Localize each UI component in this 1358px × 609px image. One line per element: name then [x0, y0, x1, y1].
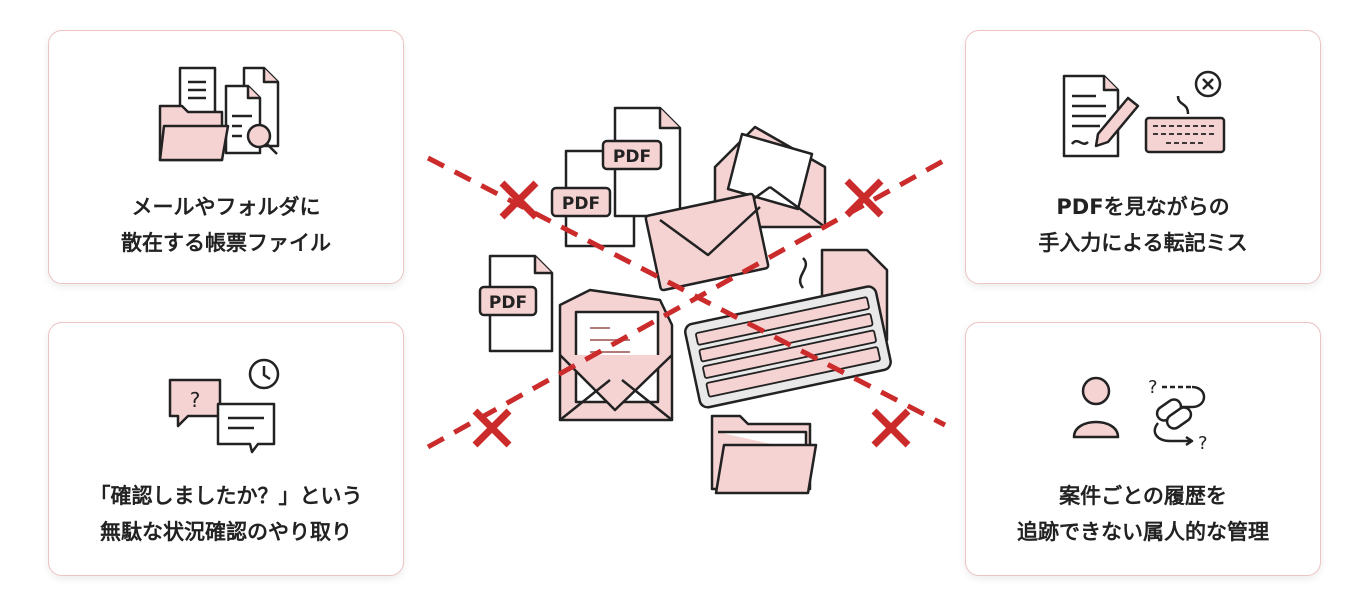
svg-text:PDF: PDF — [562, 194, 600, 214]
files-folder-search-icon — [158, 66, 280, 162]
problem-card-history-tracking: ? ? 案件ごとの履歴を 追跡できない属人的な管理 — [965, 322, 1321, 576]
card-title-line2: 無駄な状況確認のやり取り — [100, 520, 352, 544]
card-title-line1: PDFを見ながらの — [1056, 195, 1230, 219]
open-envelope-icon — [558, 288, 674, 422]
keyboard-cable-icon — [798, 257, 808, 289]
svg-text:?: ? — [1198, 433, 1208, 453]
card-title-line2: 追跡できない属人的な管理 — [1017, 520, 1269, 544]
document-pen-keyboard-icon — [1062, 70, 1226, 158]
card-title-line2: 手入力による転記ミス — [1038, 231, 1248, 255]
problem-card-status-checks: ? 「確認しましたか？」という 無駄な状況確認のやり取り — [48, 322, 404, 576]
card-title-line1: メールやフォルダに — [131, 195, 321, 219]
envelope-icon — [644, 192, 770, 292]
open-envelope-icon — [713, 125, 827, 229]
pdf-file-icon: PDF — [601, 106, 682, 218]
problem-card-scattered-files: メールやフォルダに 散在する帳票ファイル — [48, 30, 404, 284]
card-title-line1: 案件ごとの履歴を — [1059, 484, 1227, 508]
chat-bubbles-clock-icon: ? — [168, 358, 280, 454]
card-title-line2: 散在する帳票ファイル — [121, 231, 331, 255]
svg-text:PDF: PDF — [489, 293, 527, 313]
svg-text:?: ? — [190, 388, 201, 412]
pdf-file-icon: PDF — [478, 254, 554, 353]
person-broken-link-icon: ? ? — [1072, 376, 1208, 453]
card-title-line1: 「確認しましたか？」という — [89, 484, 363, 508]
problem-card-transcription-errors: PDFを見ながらの 手入力による転記ミス — [965, 30, 1321, 284]
x-mark-icons — [472, 178, 911, 448]
svg-text:?: ? — [1148, 377, 1158, 398]
keyboard-icon — [683, 285, 892, 409]
folder-icon — [710, 414, 818, 495]
svg-text:PDF: PDF — [613, 147, 651, 167]
